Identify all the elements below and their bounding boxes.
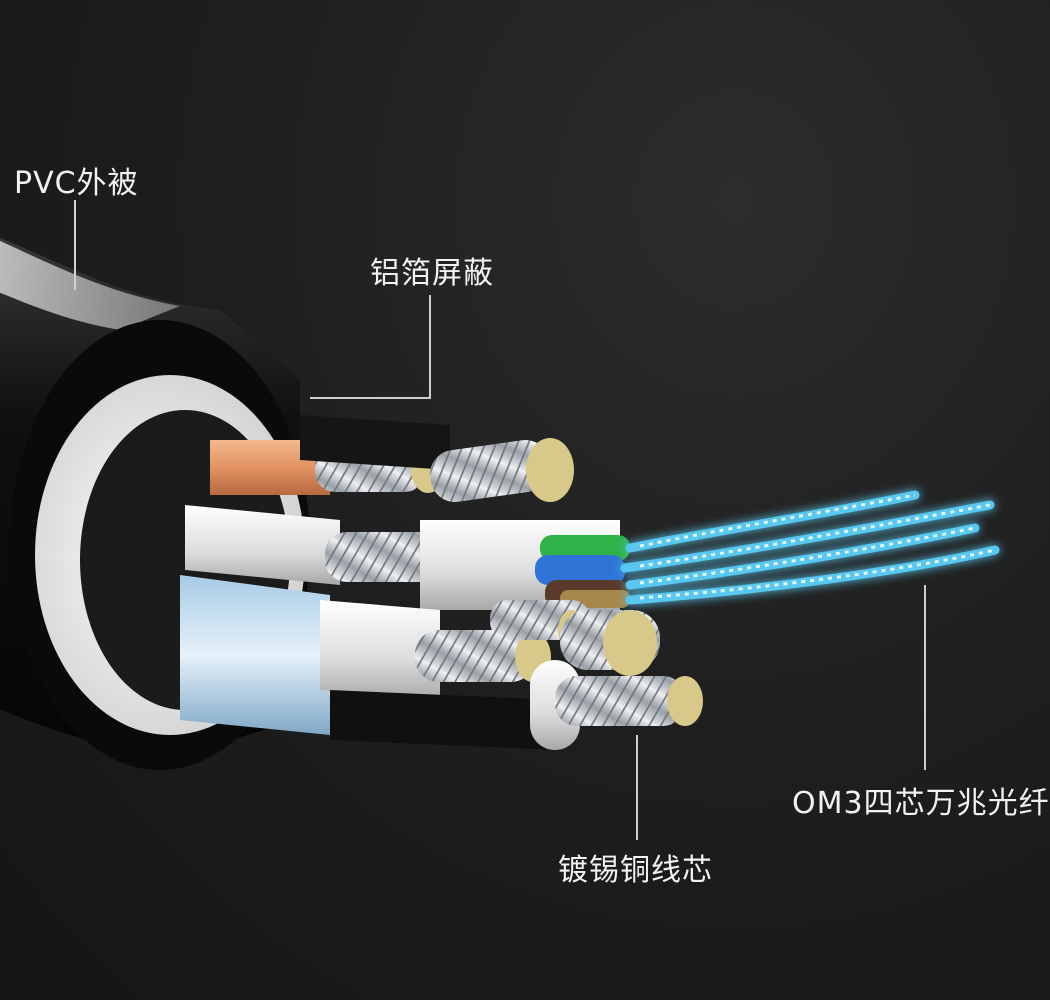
leader-lines (74, 200, 926, 840)
cable-cross-section-illustration (0, 200, 1000, 840)
black-wire-bottom (330, 660, 703, 750)
optical-fibers (620, 490, 1000, 605)
label-fiber: OM3四芯万兆光纤 (792, 786, 1050, 821)
black-wire-top (300, 415, 574, 502)
fiber-2 (620, 500, 995, 573)
fiber-highlights (639, 493, 996, 600)
fiber-1 (625, 490, 920, 553)
leader-line-foil (310, 295, 431, 399)
blue-wire (180, 575, 330, 735)
fiber-sleeve (420, 520, 630, 610)
strand-pair-right (490, 600, 660, 676)
label-pvc-jacket: PVC外被 (14, 166, 139, 201)
conductor-bundle (180, 415, 703, 750)
label-foil-shield: 铝箔屏蔽 (370, 256, 494, 291)
label-tinned-copper-core: 镀锡铜线芯 (558, 853, 713, 888)
